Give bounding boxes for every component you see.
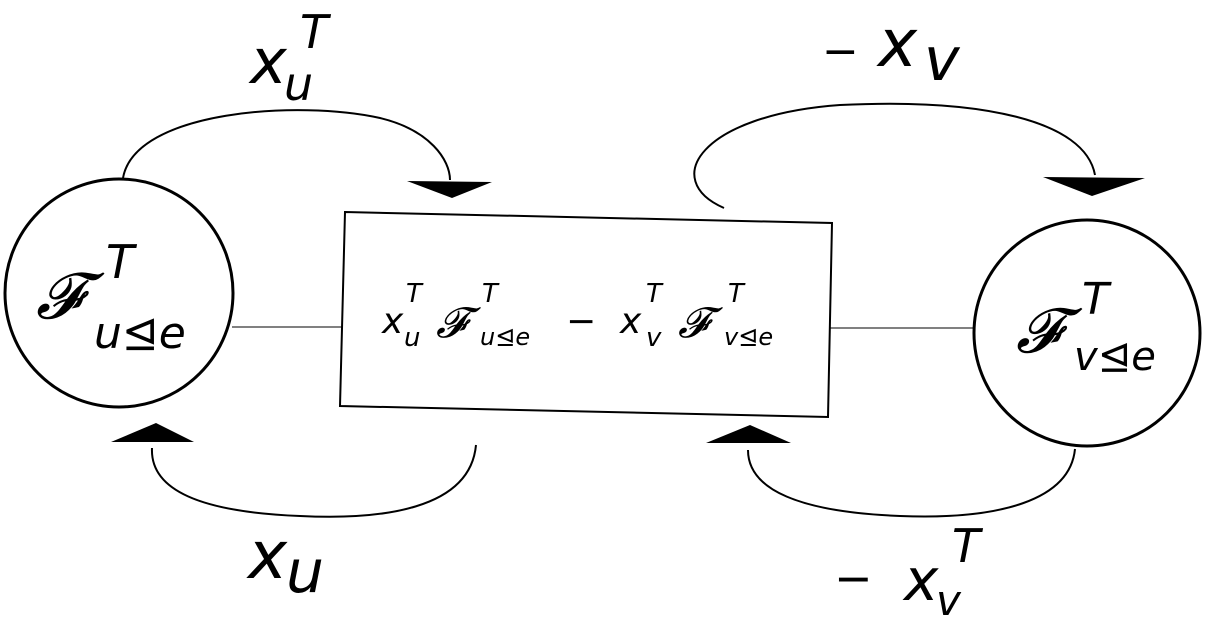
top-left-arc — [122, 109, 451, 181]
right-node-circle — [972, 218, 1202, 448]
bottom-left-arrowhead — [111, 423, 194, 442]
bottom-right-arrow-label: − x T v — [834, 519, 984, 625]
bottom-left-arrow-label: x u — [246, 517, 324, 607]
top-left-arrow-label: x T u — [248, 5, 332, 111]
center-expression: x T u 𝓕 T u⊴e − x T v 𝓕 T v⊴e — [381, 279, 773, 353]
top-left-arrowhead — [407, 181, 492, 198]
top-right-arrowhead — [1043, 177, 1145, 196]
left-node-circle — [3, 177, 235, 409]
left-node-label: 𝓕 T u⊴e — [36, 235, 186, 359]
top-right-arc — [693, 102, 1096, 209]
bottom-left-arc — [150, 444, 477, 518]
bottom-right-arc — [747, 448, 1076, 518]
right-node-label: 𝓕 T v⊴e — [1016, 274, 1156, 380]
center-box — [338, 210, 834, 419]
bottom-right-arrowhead — [706, 425, 791, 443]
top-right-arrow-label: − x v — [822, 5, 961, 95]
